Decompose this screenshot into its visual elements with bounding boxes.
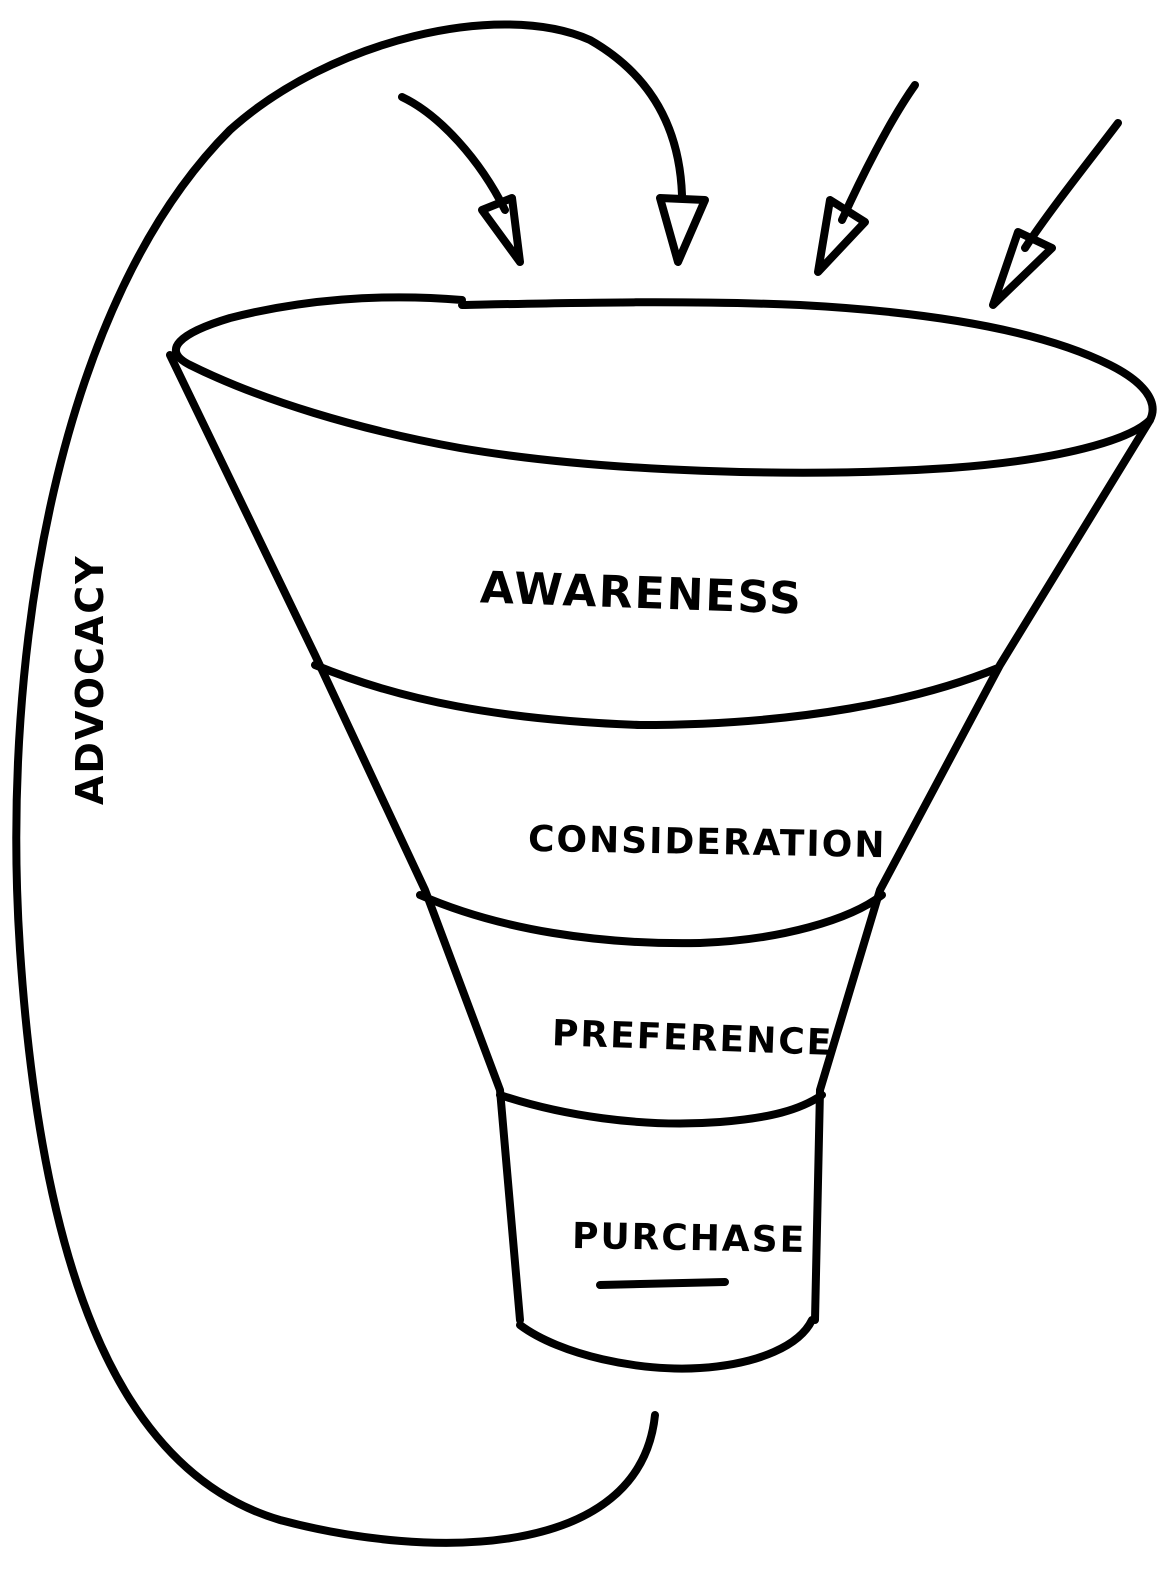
divider-awareness-consideration (311, 661, 1002, 729)
funnel-rim-top (172, 293, 1157, 477)
advocacy-loop-arrow (12, 20, 686, 1547)
incoming-arrow-3-head (814, 196, 869, 276)
advocacy-loop-arrowhead (656, 194, 709, 266)
funnel-spout-bottom (516, 1316, 816, 1373)
funnel-side-left (166, 351, 524, 1324)
purchase-underline (596, 1278, 729, 1289)
divider-consideration-preference (416, 891, 886, 948)
stage-label-consideration: Consideration (527, 818, 887, 867)
divider-preference-purchase (496, 1091, 826, 1128)
incoming-arrow-1 (398, 93, 509, 214)
stage-label-purchase: Purchase (571, 1215, 807, 1262)
funnel-side-right (811, 416, 1154, 1324)
incoming-arrow-4 (1021, 119, 1122, 252)
incoming-arrow-1-head (478, 194, 524, 266)
loop-label-advocacy: Advocacy (68, 554, 112, 805)
incoming-arrow-4-head (989, 228, 1056, 309)
incoming-arrow-3 (838, 81, 919, 224)
